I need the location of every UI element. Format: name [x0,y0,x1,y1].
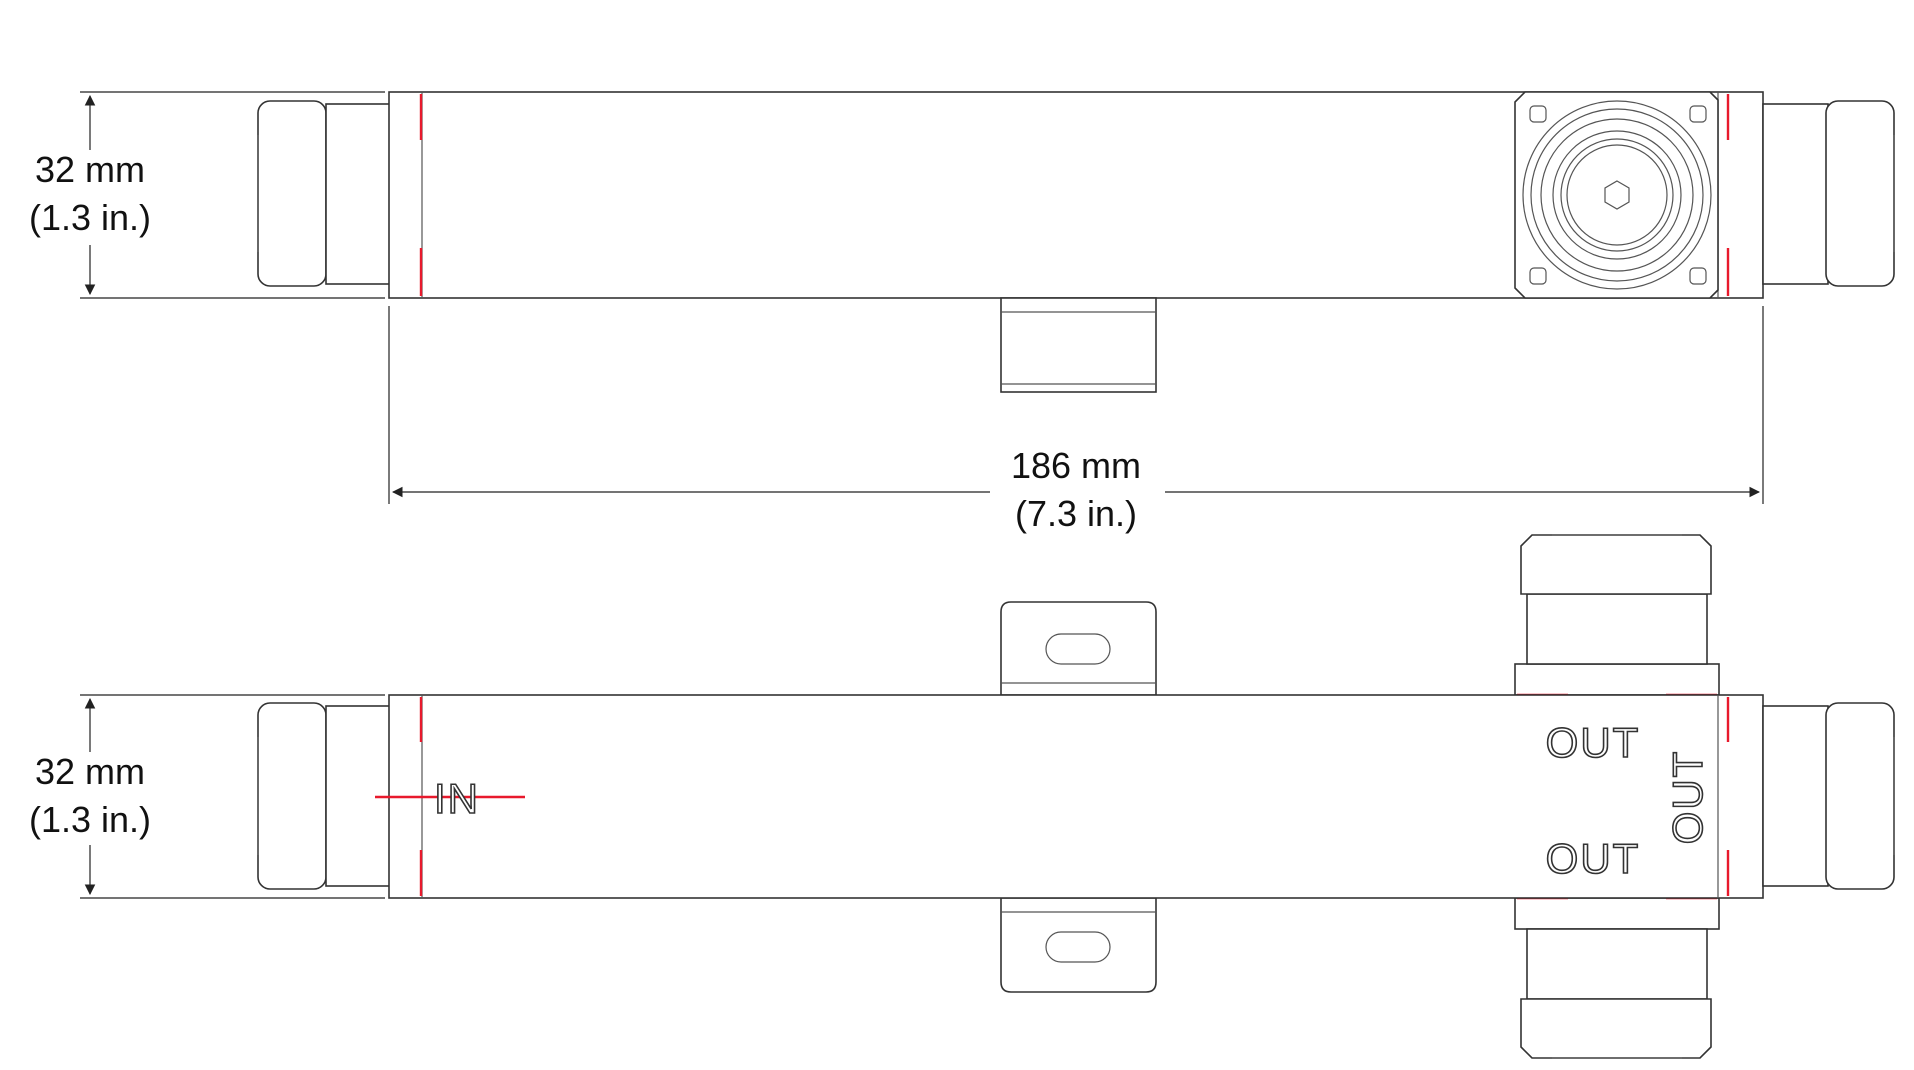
output-port-label-top: OUT [1546,719,1641,766]
top-height-inch: (1.3 in.) [29,197,151,238]
bottom-height-dimension: 32 mm (1.3 in.) [29,694,385,899]
bottom-height-mm: 32 mm [35,751,145,792]
bottom-upper-output-connector [1514,534,1720,697]
length-inch: (7.3 in.) [1015,493,1137,534]
length-mm: 186 mm [1011,445,1141,486]
bottom-left-connector [257,702,392,890]
bottom-mounting-tab-bottom [1000,897,1157,993]
bottom-view: IN OUT OUT OUT 32 mm (1.3 in.) [29,534,1895,1059]
bottom-right-connector [1762,702,1895,890]
top-mounting-bracket [1000,297,1157,393]
bottom-height-inch: (1.3 in.) [29,799,151,840]
top-flange-connector-face [1514,91,1719,299]
length-dimension: 186 mm (7.3 in.) [388,306,1764,534]
bottom-mounting-tab-top [1000,601,1157,696]
top-height-dimension: 32 mm (1.3 in.) [29,91,385,299]
bottom-body [388,694,1764,899]
top-right-connector [1762,100,1895,287]
output-port-label-side: OUT [1664,750,1711,845]
top-view: 32 mm (1.3 in.) 186 mm (7.3 in.) [29,91,1895,534]
top-height-mm: 32 mm [35,149,145,190]
input-port-label: IN [434,775,480,822]
output-port-label-bottom: OUT [1546,835,1641,882]
top-left-connector [257,100,392,287]
bottom-lower-output-connector [1514,896,1720,1059]
